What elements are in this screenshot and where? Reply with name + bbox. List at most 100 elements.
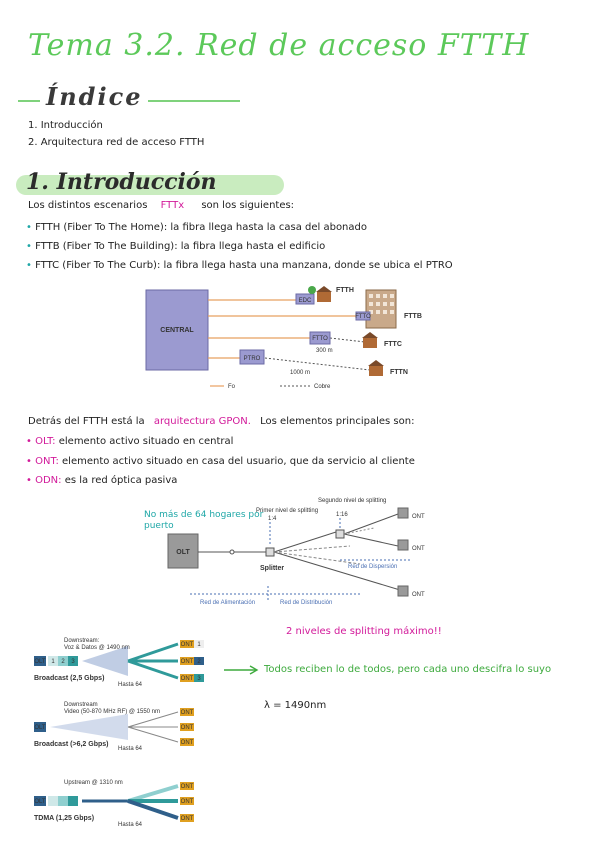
up-title: Upstream @ 1310 nm bbox=[64, 780, 123, 786]
bullet-dot-icon: • bbox=[26, 222, 32, 233]
bullet-text: FTTH (Fiber To The Home): la fibra llega… bbox=[35, 222, 367, 233]
element-text: elemento activo situado en central bbox=[58, 436, 234, 447]
cell-2: 2 bbox=[61, 659, 65, 665]
bullet-ftth: • FTTH (Fiber To The Home): la fibra lle… bbox=[26, 222, 367, 233]
fttc-cab-label: FTTO bbox=[312, 336, 328, 342]
ont-label: ONT bbox=[181, 799, 194, 805]
bullet-dot-icon: • bbox=[26, 260, 32, 271]
olt-label: OLT bbox=[34, 725, 46, 731]
house-icon bbox=[317, 292, 331, 302]
central-box bbox=[145, 289, 209, 371]
bullet-dot-icon: • bbox=[26, 241, 32, 252]
gpon-text-b: Los elementos principales son: bbox=[260, 416, 415, 427]
lambda-label: λ = 1490nm bbox=[264, 700, 327, 711]
cell-1: 1 bbox=[197, 642, 201, 648]
red-alimentacion-label: Red de Alimentación bbox=[200, 600, 255, 606]
indice-item-1: 1. Introducción bbox=[28, 120, 103, 131]
bullet-dot-icon: • bbox=[26, 456, 32, 467]
broadcast2-label: Broadcast (>6,2 Gbps) bbox=[34, 741, 109, 748]
bullet-fttc: • FTTC (Fiber To The Curb): la fibra lle… bbox=[26, 260, 453, 271]
ont-label: ONT bbox=[181, 725, 194, 731]
section-heading-introduccion: 1. Introducción bbox=[26, 169, 217, 195]
intro-line: Los distintos escenarios FTTx son los si… bbox=[28, 200, 294, 211]
d1000-label: 1000 m bbox=[290, 370, 310, 376]
fttc-label: FTTC bbox=[384, 341, 402, 348]
intro-text-b: son los siguientes: bbox=[201, 200, 295, 211]
bullet-text: FTTB (Fiber To The Building): la fibra l… bbox=[35, 241, 326, 252]
ont-label: ONT bbox=[181, 740, 194, 746]
fttb-label: FTTB bbox=[404, 313, 422, 320]
element-text: es la red óptica pasiva bbox=[64, 475, 178, 486]
ont-box bbox=[397, 507, 409, 519]
element-key: ONT: bbox=[35, 456, 59, 467]
gpon-arch: arquitectura GPON. bbox=[153, 416, 251, 427]
d300-label: 300 m bbox=[316, 348, 333, 354]
ftth-label: FTTH bbox=[336, 287, 354, 294]
olt-box bbox=[34, 656, 46, 666]
element-text: elemento activo situado en casa del usua… bbox=[62, 456, 415, 467]
bullet-fttb: • FTTB (Fiber To The Building): la fibra… bbox=[26, 241, 325, 252]
olt-box bbox=[167, 533, 199, 569]
ont-label: ONT bbox=[412, 592, 425, 598]
ont-label: ONT bbox=[181, 710, 194, 716]
house-icon bbox=[363, 338, 377, 348]
primer-nivel-label: Primer nivel de splitting bbox=[256, 508, 318, 514]
ont-label: ONT bbox=[181, 676, 194, 682]
fttn-label: FTTN bbox=[390, 369, 408, 376]
ont-label: ONT bbox=[412, 514, 425, 520]
olt-label: OLT bbox=[176, 549, 190, 556]
pon-traffic-diagram: Downstream: Voz & Datos @ 1490 nm OLT 1 … bbox=[34, 638, 204, 828]
element-odn: • ODN: es la red óptica pasiva bbox=[26, 475, 177, 486]
element-key: ODN: bbox=[35, 475, 62, 486]
olt-label: OLT bbox=[34, 659, 46, 665]
olt-label: OLT bbox=[34, 799, 46, 805]
hasta2-label: Hasta 64 bbox=[118, 746, 143, 752]
intro-text-a: Los distintos escenarios bbox=[28, 200, 148, 211]
splitter-1-icon bbox=[265, 547, 275, 557]
arrow-right-icon bbox=[224, 665, 259, 675]
fttx-diagram: CENTRAL EDC FTTH FTTO FTTB FTTO 300 m FT… bbox=[140, 282, 450, 396]
tdma-label: TDMA (1,25 Gbps) bbox=[34, 815, 94, 822]
hasta1-label: Hasta 64 bbox=[118, 682, 143, 688]
segundo-nivel-label: Segundo nivel de splitting bbox=[318, 498, 386, 504]
element-ont: • ONT: elemento activo situado en casa d… bbox=[26, 456, 415, 467]
bullet-dot-icon: • bbox=[26, 475, 32, 486]
legend-fo: Fo bbox=[228, 384, 236, 390]
indice-item-2: 2. Arquitectura red de acceso FTTH bbox=[28, 137, 205, 148]
indice-heading: Índice bbox=[40, 82, 149, 111]
cell-1: 1 bbox=[51, 659, 55, 665]
ont-label: ONT bbox=[181, 784, 194, 790]
splitter-label: Splitter bbox=[260, 565, 284, 572]
element-key: OLT: bbox=[35, 436, 56, 447]
broadcast-note: Todos reciben lo de todos, pero cada uno… bbox=[264, 664, 552, 675]
broadcast1-label: Broadcast (2,5 Gbps) bbox=[34, 675, 104, 682]
ont-label: ONT bbox=[181, 816, 194, 822]
primer-ratio: 1:4 bbox=[268, 516, 277, 522]
gpon-intro-line: Detrás del FTTH está la arquitectura GPO… bbox=[28, 416, 414, 427]
ftto-label: FTTO bbox=[355, 314, 371, 320]
ont-label: ONT bbox=[412, 546, 425, 552]
bullet-text: FTTC (Fiber To The Curb): la fibra llega… bbox=[35, 260, 453, 271]
intro-ftt: FTTx bbox=[160, 200, 185, 211]
legend-cobre: Cobre bbox=[314, 384, 331, 390]
segundo-ratio: 1:16 bbox=[336, 512, 348, 518]
central-label: CENTRAL bbox=[160, 327, 194, 334]
gpon-diagram: OLT Splitter Primer nivel de splitting 1… bbox=[167, 498, 425, 606]
ont-label: ONT bbox=[181, 642, 194, 648]
ont-box bbox=[397, 539, 409, 551]
cell-3: 3 bbox=[197, 676, 201, 682]
page-title: Tema 3.2. Red de acceso FTTH bbox=[28, 28, 530, 63]
down1-title: Downstream: bbox=[64, 638, 100, 644]
hasta3-label: Hasta 64 bbox=[118, 822, 143, 828]
house-icon bbox=[369, 366, 383, 376]
splitter-2-icon bbox=[335, 529, 345, 539]
cell-2: 2 bbox=[197, 659, 201, 665]
down2-sub: Video (50-870 MHz RF) @ 1550 nm bbox=[64, 709, 160, 715]
red-distribucion-label: Red de Distribución bbox=[280, 600, 332, 606]
splitting-note: 2 niveles de splitting máximo!! bbox=[286, 626, 442, 637]
down2-title: Downstream bbox=[64, 702, 98, 708]
ont-label: ONT bbox=[181, 659, 194, 665]
section-highlight bbox=[16, 175, 284, 195]
edc-label: EDC bbox=[299, 298, 312, 304]
red-dispersion-label: Red de Dispersión bbox=[348, 564, 397, 570]
